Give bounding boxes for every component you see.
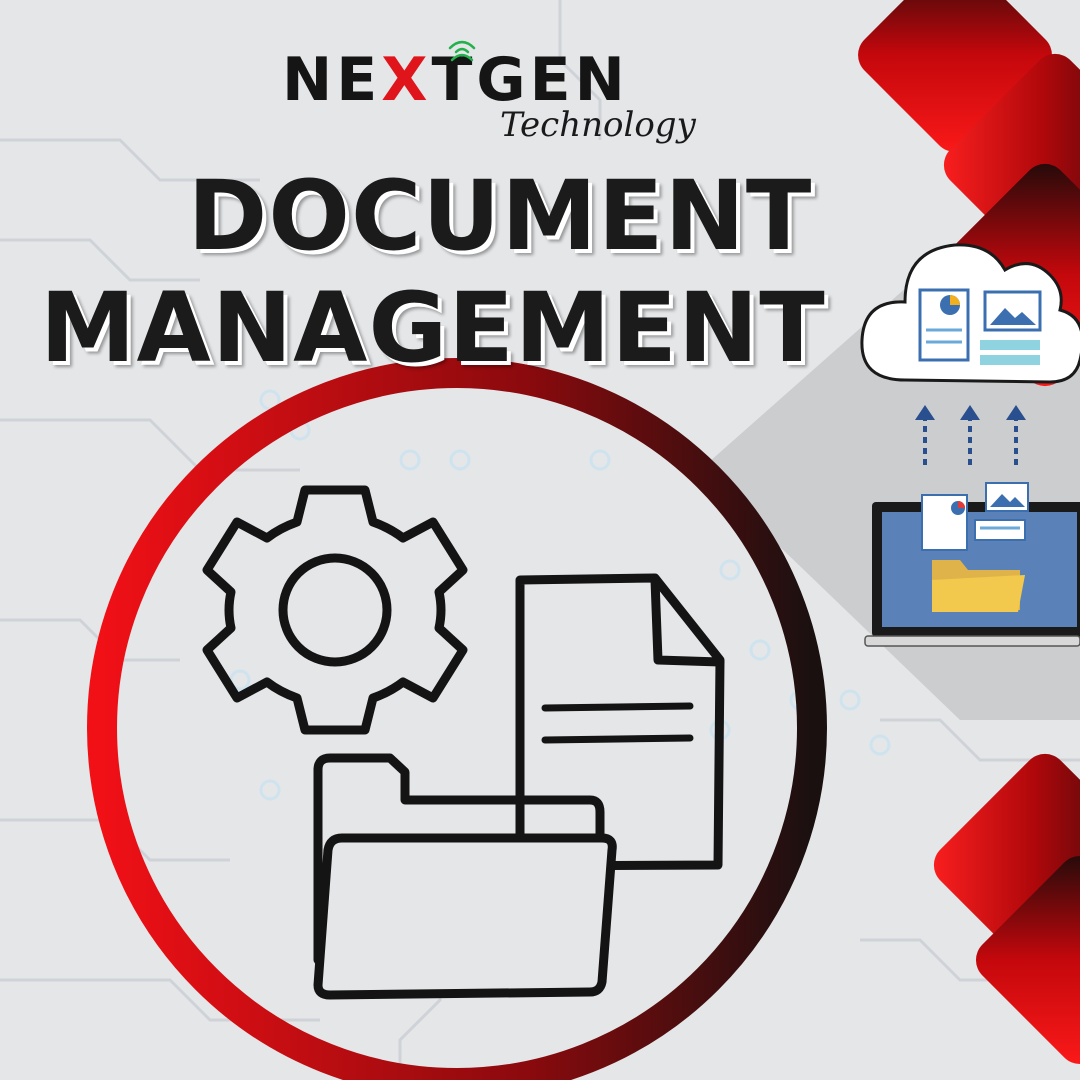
brand-left: NE: [282, 45, 382, 115]
headline-line-1: DOCUMENT: [187, 160, 813, 272]
headline-line-2: MANAGEMENT: [40, 272, 826, 384]
cloud-upload-icon: [860, 243, 1080, 384]
laptop-icon: [864, 482, 1080, 647]
wifi-signal-icon: [448, 40, 476, 62]
upload-arrows: [923, 420, 1018, 465]
main-ring: [87, 358, 827, 1080]
document-icon: [515, 573, 725, 871]
gear-icon: [202, 485, 468, 735]
brand-tagline: Technology: [500, 105, 696, 145]
brand-x: X: [381, 45, 432, 115]
brand-right: TGEN: [431, 45, 629, 115]
brand-name: NEXTGEN: [282, 50, 629, 110]
red-diamond-5: [975, 855, 1080, 1065]
folder-icon: [313, 753, 617, 1000]
red-diamond-4: [933, 753, 1080, 977]
